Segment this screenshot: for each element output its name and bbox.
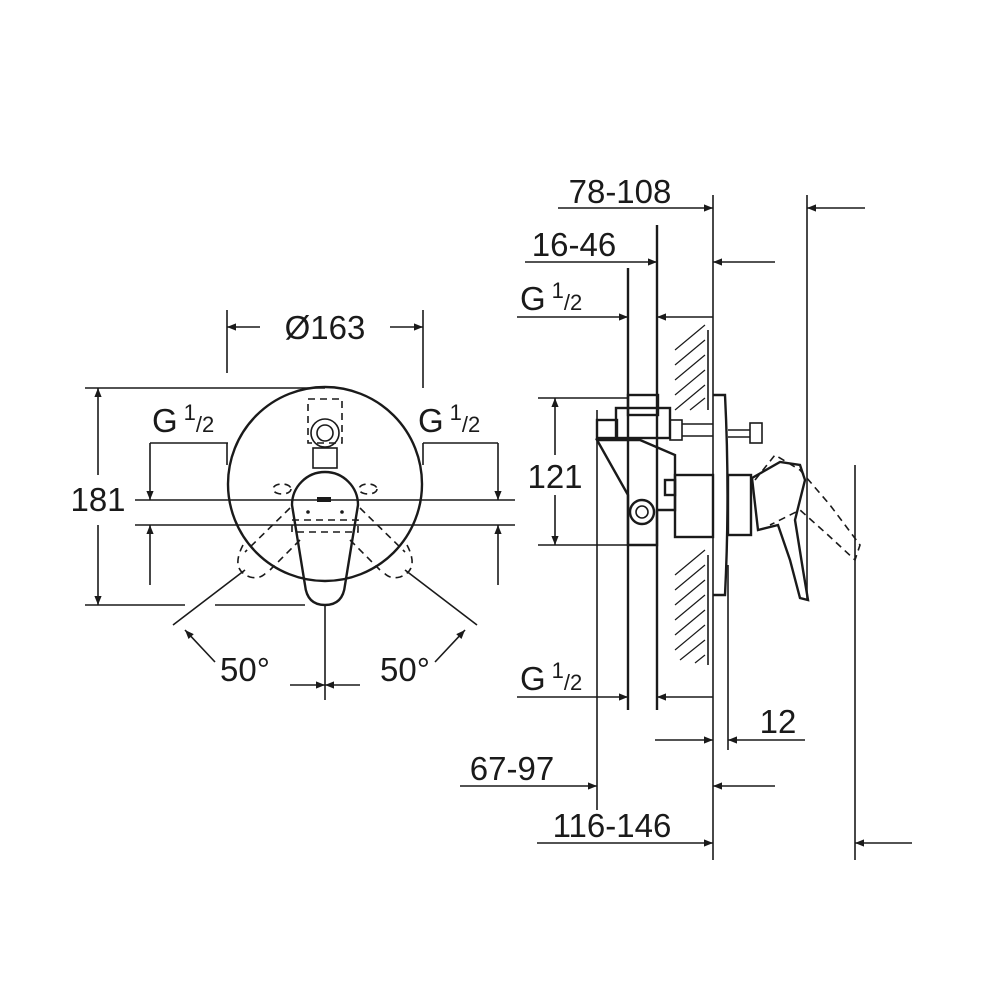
diameter-label: Ø163: [285, 309, 366, 346]
dim-67-97-label: 67-97: [470, 750, 554, 787]
lever-handle: [290, 470, 360, 607]
screw-left-icon: [272, 483, 292, 495]
side-lever-handle: [750, 460, 810, 602]
height-121-label: 121: [527, 458, 582, 495]
dim-78-108-label: 78-108: [569, 173, 672, 210]
height-label: 181: [70, 481, 125, 518]
wall-hatching: [674, 324, 709, 665]
dim-12-label: 12: [760, 703, 797, 740]
valve-body: [594, 393, 763, 547]
screw-right-icon: [358, 483, 378, 495]
diverter-knob-icon: [307, 398, 343, 469]
angle-right-label: 50°: [380, 651, 430, 688]
cover-plate-circle: [226, 385, 424, 583]
lever-rotated-outline: [754, 453, 861, 562]
side-cover-plate: [713, 393, 729, 597]
angle-left-label: 50°: [220, 651, 270, 688]
dim-116-146-label: 116-146: [553, 807, 672, 844]
dim-16-46-label: 16-46: [532, 226, 616, 263]
